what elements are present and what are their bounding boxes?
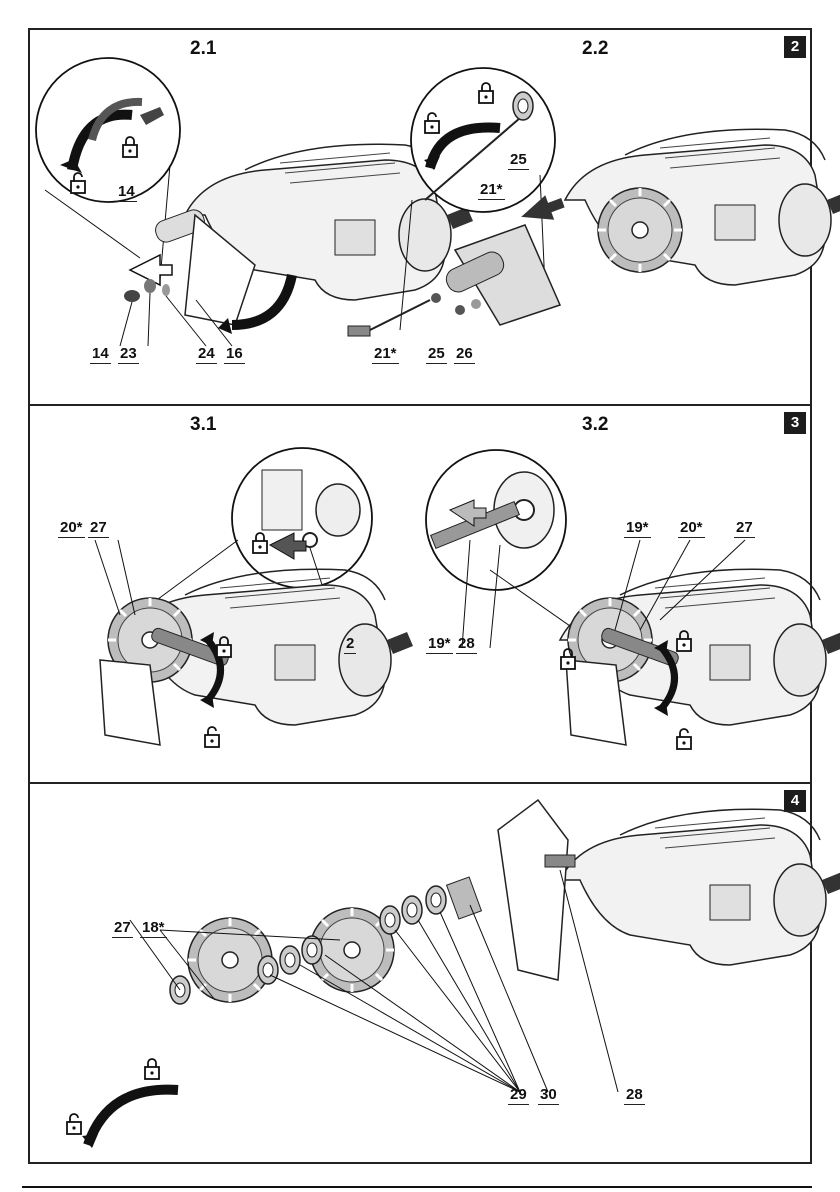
- callout-30: 30: [538, 1087, 559, 1105]
- callout-29: 29: [508, 1087, 529, 1105]
- figure-4-exploded-view: [67, 800, 840, 1148]
- callout-28-zoom: 28: [456, 636, 477, 654]
- figure-3-2-illustration: [426, 450, 840, 749]
- figure-3-1-illustration: [95, 448, 413, 747]
- callout-26: 26: [454, 346, 475, 364]
- callout-20-right: 20*: [678, 520, 705, 538]
- callout-19-left: 19*: [426, 636, 453, 654]
- callout-27-right: 27: [734, 520, 755, 538]
- callout-19-right: 19*: [624, 520, 651, 538]
- callout-25: 25: [426, 346, 447, 364]
- callout-14-zoom: 14: [116, 184, 137, 202]
- callout-21: 21*: [372, 346, 399, 364]
- callout-14: 14: [90, 346, 111, 364]
- callout-18: 18*: [140, 920, 167, 938]
- callout-27-fig4: 27: [112, 920, 133, 938]
- figure-2-1-illustration: [36, 58, 473, 346]
- callout-27: 27: [88, 520, 109, 538]
- callout-24: 24: [196, 346, 217, 364]
- callout-28-fig4: 28: [624, 1087, 645, 1105]
- callout-21-zoom: 21*: [478, 182, 505, 200]
- callout-16: 16: [224, 346, 245, 364]
- callout-23: 23: [118, 346, 139, 364]
- callout-25-zoom: 25: [508, 152, 529, 170]
- callout-2: 2: [344, 636, 356, 654]
- footer-rule: [22, 1186, 812, 1188]
- callout-20: 20*: [58, 520, 85, 538]
- detail-zoom-circle: [36, 58, 180, 202]
